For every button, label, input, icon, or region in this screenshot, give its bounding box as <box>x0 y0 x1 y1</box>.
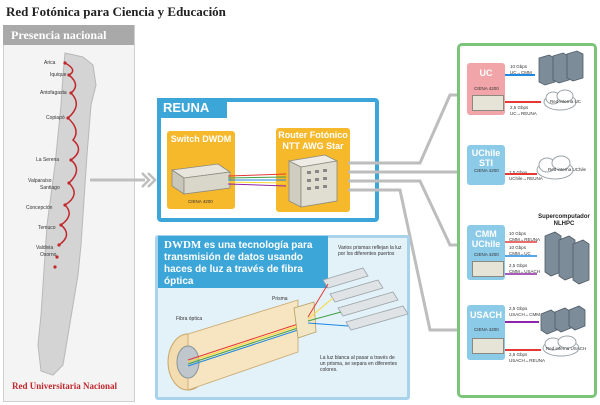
fiber-illustration <box>167 267 408 391</box>
node-cmm-model: CIENA 4200 <box>474 252 499 257</box>
dwdm-lead: DWDM <box>164 239 202 251</box>
uchile-cloud-label: Red interna UChile <box>548 167 587 172</box>
node-usach-name: USACH <box>469 310 502 320</box>
node-usach-device-icon <box>472 338 504 354</box>
cmm-link3-name: CMM↔USACH <box>509 269 540 274</box>
node-uchile-name: UChile STI <box>471 148 501 168</box>
city-label: Temuco <box>38 225 56 231</box>
usach-link2-speed: 2,5 Gbps <box>509 352 528 357</box>
node-uc-model: CIENA 4200 <box>474 86 499 91</box>
uchile-links-icon <box>505 155 574 180</box>
router-device-icon <box>287 154 339 208</box>
city-label: Copiapó <box>46 115 65 121</box>
dwdm-text: es una tecnología para transmisión de da… <box>164 240 313 287</box>
switch-device-icon <box>170 163 232 195</box>
router-label: Router Fotónico NTT AWG Star <box>278 130 348 151</box>
cmm-link3-speed: 2,5 Gbps <box>509 263 528 268</box>
node-cmm-device-icon <box>472 261 504 277</box>
uchile-cloud-icon <box>536 155 574 180</box>
prism-shape <box>293 301 317 339</box>
prismas-note: Varios prismas reflejan la luz por los d… <box>338 245 402 257</box>
uc-link1-speed: 10 Gbps <box>510 64 528 69</box>
uc-cloud-label: Red interna UC <box>550 99 582 104</box>
fibra-label: Fibra óptica <box>176 316 203 322</box>
prisma-label: Prisma <box>272 296 288 302</box>
city-label: Santiago <box>40 185 60 191</box>
node-uc-name: UC <box>479 68 493 78</box>
national-presence-heading: Presencia nacional <box>3 25 134 45</box>
connector-arrow <box>90 172 157 188</box>
city-label: Antofagasta <box>40 90 67 96</box>
city-label: Valparaíso <box>28 178 52 184</box>
network-red-line <box>58 62 80 246</box>
switch-dwdm-label: Switch DWDM <box>170 134 232 144</box>
uc-link1-name: UC↔CMM <box>510 70 532 75</box>
node-uchile <box>467 145 505 185</box>
reuna-heading: REUNA <box>157 98 227 118</box>
cmm-link2-speed: 10 Gbps <box>509 245 527 250</box>
node-cmm-name: CMM UChile <box>471 229 501 249</box>
node-uc-device-icon <box>472 95 504 111</box>
usach-links-icon <box>505 305 586 357</box>
city-label: Valdivia <box>36 245 54 251</box>
uchile-link1-name: UChile↔REUNA <box>509 176 543 181</box>
fiber-cable <box>167 299 299 391</box>
usach-link1-speed: 2,5 Gbps <box>509 306 528 311</box>
city-dots <box>53 61 73 269</box>
chile-map <box>37 52 97 376</box>
switch-model: CIENA 4200 <box>188 199 213 204</box>
uc-link2-speed: 2,5 Gbps <box>510 105 529 110</box>
usach-link2-name: USACH↔REUNA <box>509 358 546 363</box>
city-label: Osorno <box>40 252 57 258</box>
node-usach-model: CIENA 4200 <box>474 327 499 332</box>
cmm-link1-speed: 10 Gbps <box>509 231 527 236</box>
rni-footer: Red Universitaria Nacional <box>12 381 117 391</box>
usach-cloud-icon <box>542 335 580 357</box>
dwdm-description: DWDM es una tecnología para transmisión … <box>164 239 314 288</box>
uc-links-icon <box>505 50 584 111</box>
chile-landmass <box>37 52 97 376</box>
uc-servers-icon <box>538 50 584 86</box>
uc-link2-name: UC↔REUNA <box>510 111 537 116</box>
prism-tubes <box>322 267 408 331</box>
dwdm-text-bg <box>158 236 328 288</box>
city-label: Arica <box>44 60 56 66</box>
cmm-links-icon <box>505 231 590 285</box>
cmm-link2-name: CMM↔UC <box>509 251 531 256</box>
city-label: La Serena <box>36 157 60 163</box>
uchile-link1-speed: 2,5 Gbps <box>509 170 528 175</box>
diagram-title: Red Fotónica para Ciencia y Educación <box>6 4 226 19</box>
usach-link1-name: USACH↔CMM <box>509 312 540 317</box>
usach-cloud-label: Red interna USACH <box>546 346 587 351</box>
cmm-link1-name: CMM↔REUNA <box>509 237 540 242</box>
supercomputer-racks-icon <box>544 231 590 285</box>
usach-servers-icon <box>540 305 586 335</box>
fiber-bundle <box>228 173 287 187</box>
luz-note: La luz blanca al pasar a través de un pr… <box>320 355 397 373</box>
supercomputer-label: Supercomputador NLHPC <box>538 214 590 227</box>
city-label: Iquique <box>50 72 67 78</box>
uc-cloud-icon <box>543 89 577 111</box>
city-label: Concepción <box>26 205 53 211</box>
node-uchile-model: CIENA 4200 <box>474 168 499 173</box>
